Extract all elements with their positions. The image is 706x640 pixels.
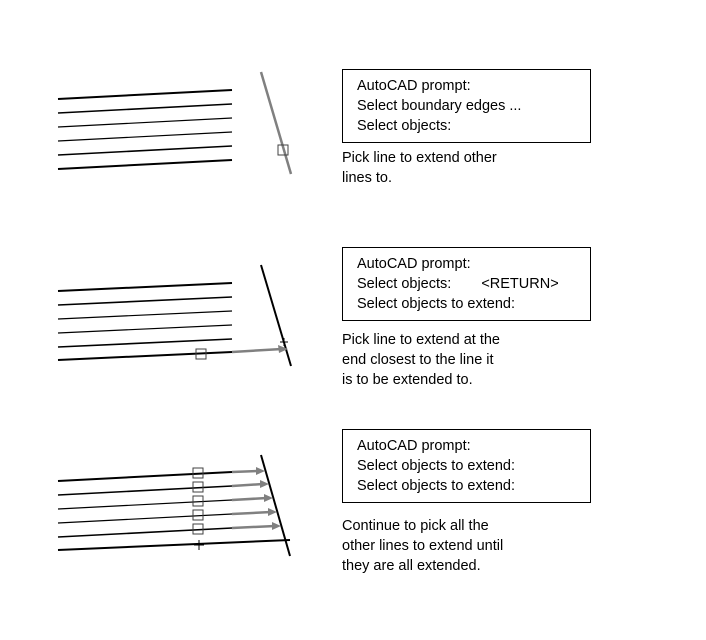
step3-extension-1-arrowhead: [256, 467, 265, 475]
step2-prompt-select-objects: Select objects:: [357, 276, 452, 292]
step3-extension-1: [231, 469, 260, 474]
step1-line-4: [57, 131, 233, 142]
step1-prompt-line-3: Select objects:: [357, 118, 452, 134]
step3-crosshair: [194, 540, 204, 550]
step1-prompt-line-2: Select boundary edges ...: [357, 98, 522, 114]
step1-line-6: [57, 159, 233, 170]
step1-line-2: [57, 103, 233, 114]
step2-caption-line-3: is to be extended to.: [342, 372, 473, 388]
step3-extension-5-arrowhead: [272, 522, 281, 530]
step3-extension-2: [231, 482, 264, 488]
step1-caption-line-2: lines to.: [342, 170, 392, 186]
step3-pickbox-2: [192, 481, 204, 493]
step2-caption-line-2: end closest to the line it: [342, 352, 494, 368]
step2-prompt-line-1: AutoCAD prompt:: [357, 256, 471, 272]
step2-caption-line-1: Pick line to extend at the: [342, 332, 500, 348]
step2-extension-arrowhead: [278, 345, 288, 353]
step2-pickbox: [195, 348, 207, 360]
step1-caption-line-1: Pick line to extend other: [342, 150, 497, 166]
step3-prompt-line-3: Select objects to extend:: [357, 478, 515, 494]
step2-prompt-line-2: Select objects: <RETURN>: [357, 274, 590, 294]
step3-extension-4: [231, 510, 272, 516]
step1-line-5: [57, 145, 233, 156]
step1-boundary-line: [259, 71, 293, 175]
step3-line-4: [57, 513, 233, 524]
step2-line-1: [57, 282, 233, 292]
step2-line-5: [57, 338, 233, 348]
step3-extension-4-arrowhead: [268, 508, 277, 516]
step2-line-2: [57, 296, 233, 306]
step3-prompt-box: AutoCAD prompt: Select objects to extend…: [342, 429, 591, 503]
step3-extension-2-arrowhead: [260, 480, 269, 488]
step2-caption: Pick line to extend at the end closest t…: [342, 330, 500, 390]
step3-line-2: [57, 485, 233, 496]
step1-pickbox: [277, 144, 289, 156]
step3-pickbox-1: [192, 467, 204, 479]
step3-extension-3: [231, 496, 268, 502]
step2-endpoint-marker: [280, 338, 288, 346]
step3-pickbox-3: [192, 495, 204, 507]
step3-pickbox-4: [192, 509, 204, 521]
step1-figure: [57, 71, 293, 175]
step3-caption-line-3: they are all extended.: [342, 558, 481, 574]
step2-prompt-return: <RETURN>: [481, 276, 559, 292]
step1-line-1: [57, 89, 233, 100]
step3-extension-3-arrowhead: [264, 494, 273, 502]
step1-line-3: [57, 117, 233, 128]
step1-prompt-line-1: AutoCAD prompt:: [357, 78, 471, 94]
step3-prompt-line-2: Select objects to extend:: [357, 458, 515, 474]
step3-pickbox-5: [192, 523, 204, 535]
step2-line-6: [57, 351, 233, 361]
step3-extension-5: [231, 524, 276, 530]
step2-figure: [57, 264, 292, 367]
step2-prompt-box: AutoCAD prompt: Select objects:<RETURN> …: [342, 247, 591, 321]
step3-boundary-line: [260, 454, 291, 557]
step3-figure: [57, 454, 291, 557]
step2-prompt-line-3: Select objects to extend:: [357, 296, 515, 312]
step3-line-6: [57, 539, 291, 551]
step3-prompt-line-1: AutoCAD prompt:: [357, 438, 471, 454]
step3-caption: Continue to pick all the other lines to …: [342, 516, 503, 576]
step3-line-5: [57, 527, 233, 538]
step2-extension: [231, 347, 283, 354]
step1-caption: Pick line to extend other lines to.: [342, 148, 497, 188]
step2-line-4: [57, 324, 233, 334]
step3-line-1: [57, 471, 233, 482]
step3-caption-line-2: other lines to extend until: [342, 538, 504, 554]
step3-line-3: [57, 499, 233, 510]
step3-caption-line-1: Continue to pick all the: [342, 518, 489, 534]
step2-line-3: [57, 310, 233, 320]
step1-prompt-box: AutoCAD prompt: Select boundary edges ..…: [342, 69, 591, 143]
